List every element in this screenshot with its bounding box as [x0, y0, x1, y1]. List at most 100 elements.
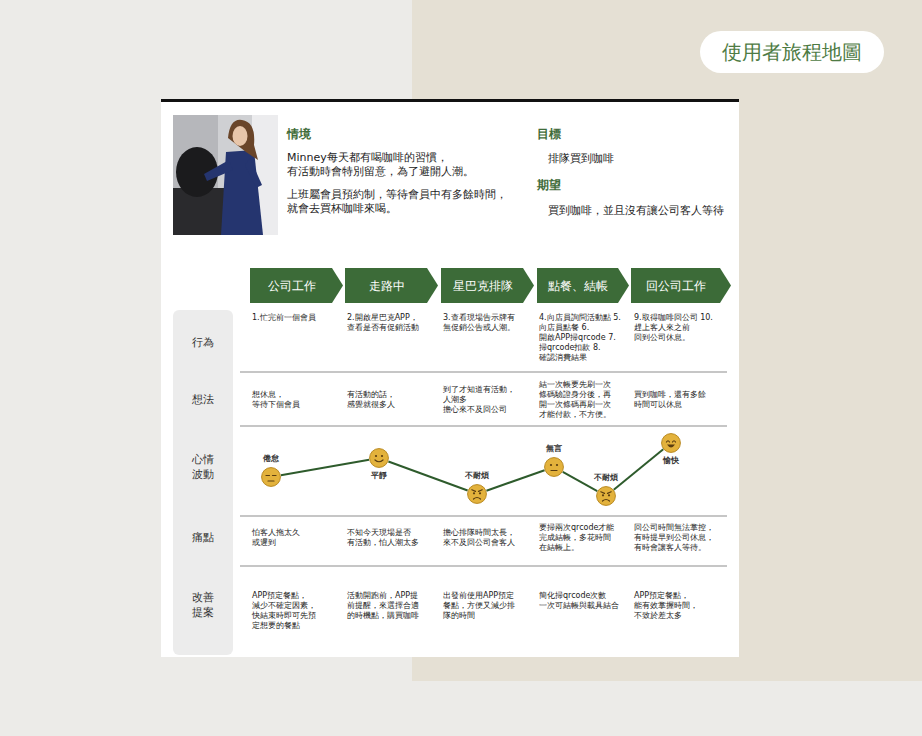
emotion-face	[467, 484, 487, 504]
emotion-point: 平靜	[369, 448, 389, 468]
chevron-fill	[537, 268, 629, 303]
photo-stylist-arm	[245, 158, 262, 188]
face-disc	[597, 487, 616, 506]
journey-cell: 想休息， 等待下個會員	[252, 390, 304, 410]
card-top-rule	[161, 99, 739, 102]
journey-cell: 結一次帳要先刷一次 條碼驗證身分後，再 開一次條碼再刷一次 才能付款，不方便。	[539, 380, 631, 420]
stage-label: 星巴克排隊	[441, 278, 524, 292]
face-eye	[550, 464, 552, 466]
photo-ground	[173, 115, 278, 235]
face-eye	[667, 441, 670, 442]
emotion-point: 倦怠	[261, 467, 281, 487]
emotion-label: 無言	[545, 444, 563, 453]
face-eye	[673, 441, 676, 442]
journey-cell: 不知今天現場是否 有活動，怕人潮太多	[347, 528, 439, 548]
journey-cell: 有活動的話， 感覺就很多人	[347, 390, 439, 410]
emotion-face	[596, 486, 616, 506]
journey-cell: 回公司時間無法掌控， 有時提早到公司休息， 有時會讓客人等待。	[634, 523, 726, 553]
emotion-face	[661, 433, 681, 453]
face-disc	[662, 434, 681, 453]
row-label: 想法	[192, 393, 214, 408]
row-label: 痛點	[192, 531, 214, 546]
journey-cell: APP預定餐點， 減少不確定因素， 快結束時即可先預 定想要的餐點	[252, 591, 344, 631]
emotion-line	[486, 470, 544, 490]
emotion-label: 平靜	[370, 471, 388, 480]
emotion-face	[544, 457, 564, 477]
stage-label: 走路中	[345, 278, 428, 292]
row-separator	[240, 565, 727, 567]
emotion-point: 無言	[544, 457, 564, 477]
section-body: 上班屬會員預約制，等待會員中有多餘時間， 就會去買杯咖啡來喝。	[287, 188, 527, 216]
section-heading: 情境	[287, 127, 311, 143]
journey-cell: 9.取得咖啡回公司 10.趕上客人來之前 回到公司休息。	[634, 313, 726, 343]
face-disc	[262, 468, 281, 487]
emotion-label: 不耐煩	[593, 473, 619, 482]
face-eye	[375, 455, 377, 457]
emotion-point: 愉快	[661, 433, 681, 453]
face-eye	[473, 492, 475, 494]
section-body: Minney每天都有喝咖啡的習慣， 有活動時會特別留意，為了避開人潮。	[287, 151, 527, 179]
row-separator	[240, 371, 727, 373]
title-text: 使用者旅程地圖	[722, 40, 862, 64]
emotion-line	[614, 449, 664, 489]
stage-label: 公司工作	[250, 278, 333, 292]
journey-cell: 怕客人拖太久 或遲到	[252, 528, 304, 548]
emotion-point: 不耐煩	[596, 486, 616, 506]
card-panel: 情境 Minney每天都有喝咖啡的習慣， 有活動時會特別留意，為了避開人潮。上班屬…	[161, 99, 739, 657]
row-separator	[240, 515, 727, 517]
journey-cell: 2.開啟星巴克APP， 查看是否有促銷活動	[347, 313, 439, 333]
face-eye	[381, 455, 383, 457]
face-mouth	[268, 480, 274, 481]
face-mouth	[603, 500, 610, 502]
emotion-label: 倦怠	[262, 454, 280, 463]
emotion-line	[388, 461, 467, 490]
section-heading: 期望	[537, 178, 561, 194]
emotion-point: 不耐煩	[467, 484, 487, 504]
journey-cell: 要掃兩次qrcode才能 完成結帳，多花時間 在結帳上。	[539, 523, 631, 553]
face-eye	[602, 494, 604, 496]
face-disc	[468, 485, 487, 504]
face-mouth	[667, 445, 675, 448]
emotion-line	[281, 460, 369, 476]
stage-chevron: 星巴克排隊	[441, 268, 534, 303]
face-brow	[601, 492, 605, 494]
face-mouth	[375, 460, 383, 462]
journey-cell: 3.查看現場告示牌有 無促銷公告或人潮。	[443, 313, 535, 333]
journey-cell: APP預定餐點， 能有效掌握時間， 不致於差太多	[634, 591, 726, 621]
journey-cell: 到了才知道有活動， 人潮多 擔心來不及回公司	[443, 385, 523, 415]
section-body: 買到咖啡，並且沒有讓公司客人等待	[548, 204, 724, 218]
chevron-fill	[441, 268, 534, 303]
stage-label: 點餐、結帳	[537, 278, 619, 292]
photo-stylist-face	[233, 126, 248, 146]
journey-cell: 1.忙完前一個會員	[252, 313, 344, 323]
face-eye	[556, 464, 558, 466]
row-header-column: 行為想法心情 波動痛點改善 提案	[173, 310, 233, 655]
card-ground	[161, 99, 739, 657]
row-label: 行為	[192, 336, 214, 351]
face-eye	[266, 475, 270, 476]
chevron-fill	[345, 268, 438, 303]
chevron-fill	[250, 268, 343, 303]
journey-cell: 簡化掃qrcode次數 一次可結帳與載具結合	[539, 591, 631, 611]
stage-chevron: 點餐、結帳	[537, 268, 629, 303]
face-brow	[479, 490, 483, 492]
face-eye	[273, 475, 277, 476]
stage-chevron: 走路中	[345, 268, 438, 303]
emotion-label: 愉快	[662, 456, 680, 465]
stage-chevron: 公司工作	[250, 268, 343, 303]
journey-cell: 買到咖啡，還有多餘 時間可以休息	[634, 390, 726, 410]
face-disc	[545, 458, 564, 477]
title-pill: 使用者旅程地圖	[700, 31, 884, 73]
stage-label: 回公司工作	[631, 278, 721, 292]
stage-chevron: 回公司工作	[631, 268, 731, 303]
face-brow	[472, 490, 476, 492]
face-mouth	[474, 498, 481, 500]
emotion-label: 不耐煩	[464, 471, 490, 480]
row-separator	[240, 425, 727, 427]
row-label: 改善 提案	[192, 591, 214, 621]
face-eye	[608, 494, 610, 496]
